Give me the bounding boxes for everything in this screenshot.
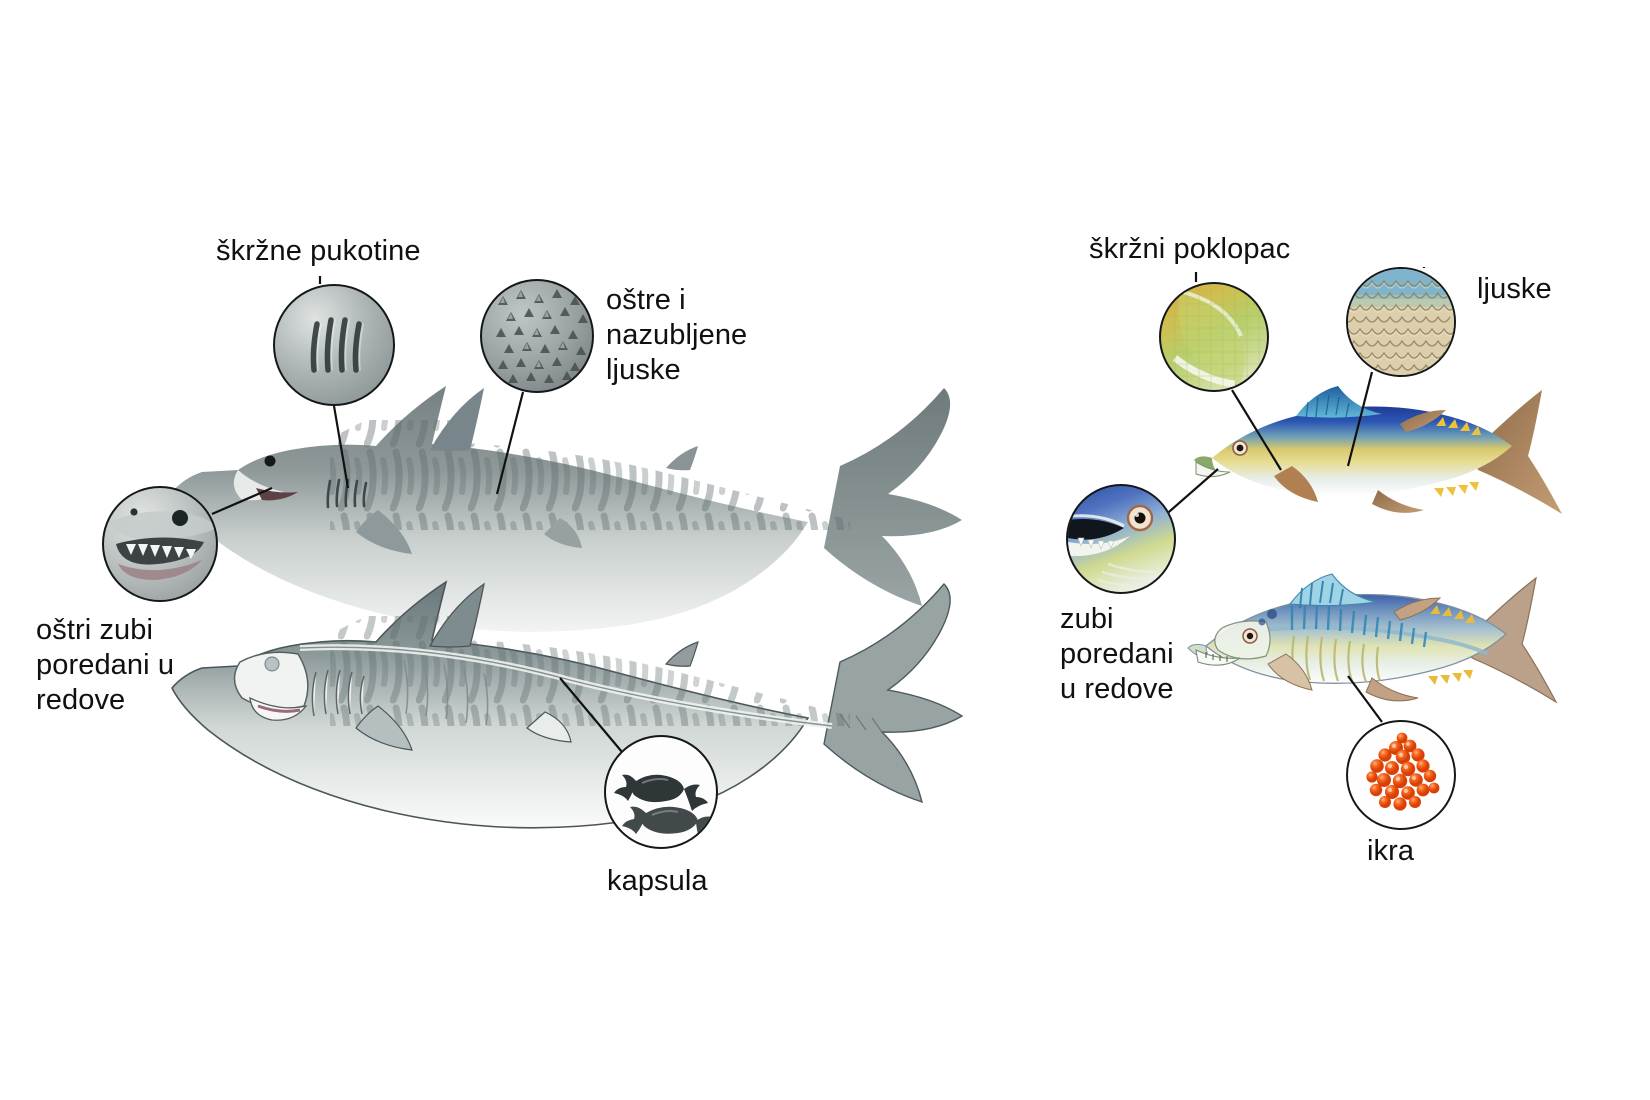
callout-tuna-teeth[interactable] bbox=[1066, 484, 1176, 594]
leader-egg-capsule bbox=[559, 677, 623, 753]
shark-external-illustration bbox=[172, 386, 962, 632]
leader-operculum bbox=[1231, 389, 1282, 471]
leader-denticles bbox=[495, 391, 525, 495]
tuna-external-illustration bbox=[1194, 386, 1562, 514]
label-shark-teeth-rows: oštri zubi poredani u redove bbox=[36, 614, 175, 716]
label-scales: ljuske bbox=[1477, 273, 1552, 305]
shark-jaw-teeth-icon bbox=[110, 508, 216, 580]
leader-tuna-teeth bbox=[1161, 468, 1219, 519]
dermal-denticles-icon bbox=[496, 289, 588, 383]
callout-tuna-scales[interactable] bbox=[1346, 267, 1456, 377]
label-sharp-serrated-scales: oštre i nazubljene ljuske bbox=[606, 284, 748, 386]
tuna-skeleton-illustration bbox=[1187, 573, 1558, 704]
leader-tuna-scales bbox=[1346, 371, 1374, 467]
callout-shark-teeth[interactable] bbox=[102, 486, 218, 602]
shark-egg-capsule-icon bbox=[614, 774, 712, 835]
leader-shark-teeth bbox=[211, 486, 273, 516]
tuna-scales-icon bbox=[1348, 269, 1454, 375]
tuna-operculum-icon bbox=[1169, 288, 1265, 388]
callout-dermal-denticles[interactable] bbox=[480, 279, 594, 393]
callout-gill-slits[interactable] bbox=[273, 284, 395, 406]
fish-roe-icon bbox=[1366, 732, 1440, 811]
label-roe: ikra bbox=[1367, 835, 1415, 867]
shark-skeleton-illustration bbox=[171, 580, 964, 829]
label-gill-cover: škržni poklopac bbox=[1089, 233, 1291, 265]
label-gill-slits: škržne pukotine bbox=[216, 235, 421, 267]
callout-operculum[interactable] bbox=[1159, 282, 1269, 392]
tuna-jaw-teeth-icon bbox=[1068, 504, 1157, 587]
leader-gill-slits bbox=[332, 405, 350, 489]
callout-roe[interactable] bbox=[1346, 720, 1456, 830]
leader-roe bbox=[1347, 675, 1383, 723]
callout-egg-capsule[interactable] bbox=[604, 735, 718, 849]
shark-gill-slits-icon bbox=[310, 317, 364, 373]
label-capsule: kapsula bbox=[607, 865, 708, 897]
label-tuna-teeth-rows: zubi poredani u redove bbox=[1060, 603, 1174, 705]
